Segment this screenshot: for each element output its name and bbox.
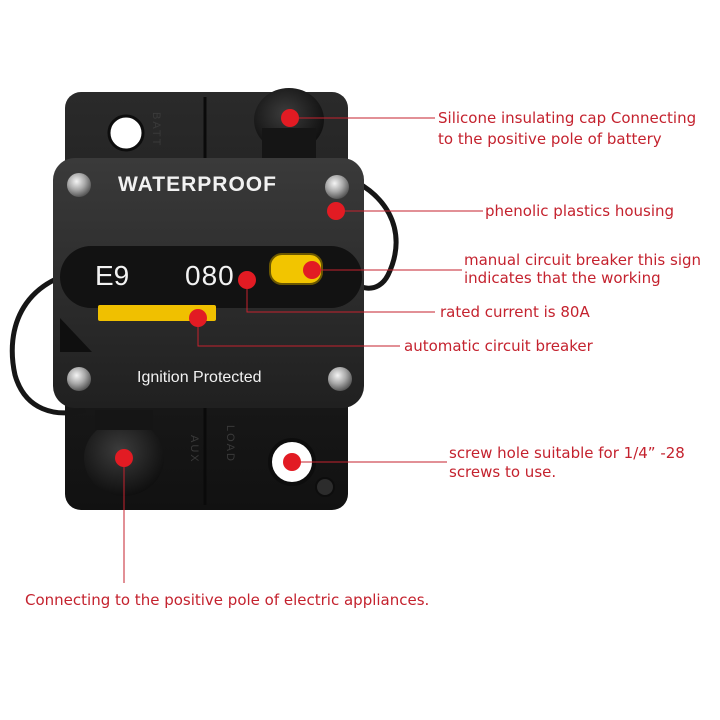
base-screw-bottom <box>315 477 335 497</box>
terminal-label-load: LOAD <box>224 425 236 463</box>
marker-appliances <box>115 449 133 467</box>
plate-screw-top-left <box>67 173 91 197</box>
marker-manual-breaker <box>303 261 321 279</box>
callout-manual-breaker-line1: manual circuit breaker this sign <box>464 251 702 269</box>
waterproof-label: WATERPROOF <box>118 173 277 196</box>
callout-appliances: Connecting to the positive pole of elect… <box>25 591 430 609</box>
marker-rated-current <box>238 271 256 289</box>
marker-silicone-cap <box>281 109 299 127</box>
plate-screw-bottom-right <box>328 367 352 391</box>
callout-silicone-cap-line2: to the positive pole of battery <box>438 130 662 148</box>
plate-screw-bottom-left <box>67 367 91 391</box>
callout-markers <box>115 109 345 471</box>
callout-rated-current: rated current is 80A <box>440 303 590 321</box>
callout-screw-hole-line1: screw hole suitable for 1/4” -28 <box>449 444 685 462</box>
marker-housing <box>327 202 345 220</box>
marker-auto-breaker <box>189 309 207 327</box>
callout-screw-hole-line2: screws to use. <box>449 463 557 481</box>
callout-silicone-cap-line1: Silicone insulating cap Connecting <box>438 109 697 127</box>
callout-auto-breaker: automatic circuit breaker <box>404 337 593 355</box>
plate-triangle-mark <box>60 318 92 352</box>
terminal-label-aux: AUX <box>188 435 200 464</box>
auto-trip-strip <box>98 305 216 321</box>
ignition-protected-label: Ignition Protected <box>137 369 262 386</box>
callout-housing: phenolic plastics housing <box>485 202 675 220</box>
rating-label: 080 <box>185 260 235 291</box>
aux-terminal-stud <box>95 410 153 430</box>
marker-screw-hole <box>283 453 301 471</box>
plate-screw-top-right <box>325 175 349 199</box>
callout-lines <box>123 117 483 583</box>
mounting-hole-top <box>107 114 145 152</box>
callout-manual-breaker-line2: indicates that the working <box>464 269 661 287</box>
battery-terminal-stud <box>262 128 316 163</box>
model-label: E9 <box>95 260 130 291</box>
wire-left <box>9 265 101 416</box>
terminal-label-batt: BATT <box>150 112 162 148</box>
